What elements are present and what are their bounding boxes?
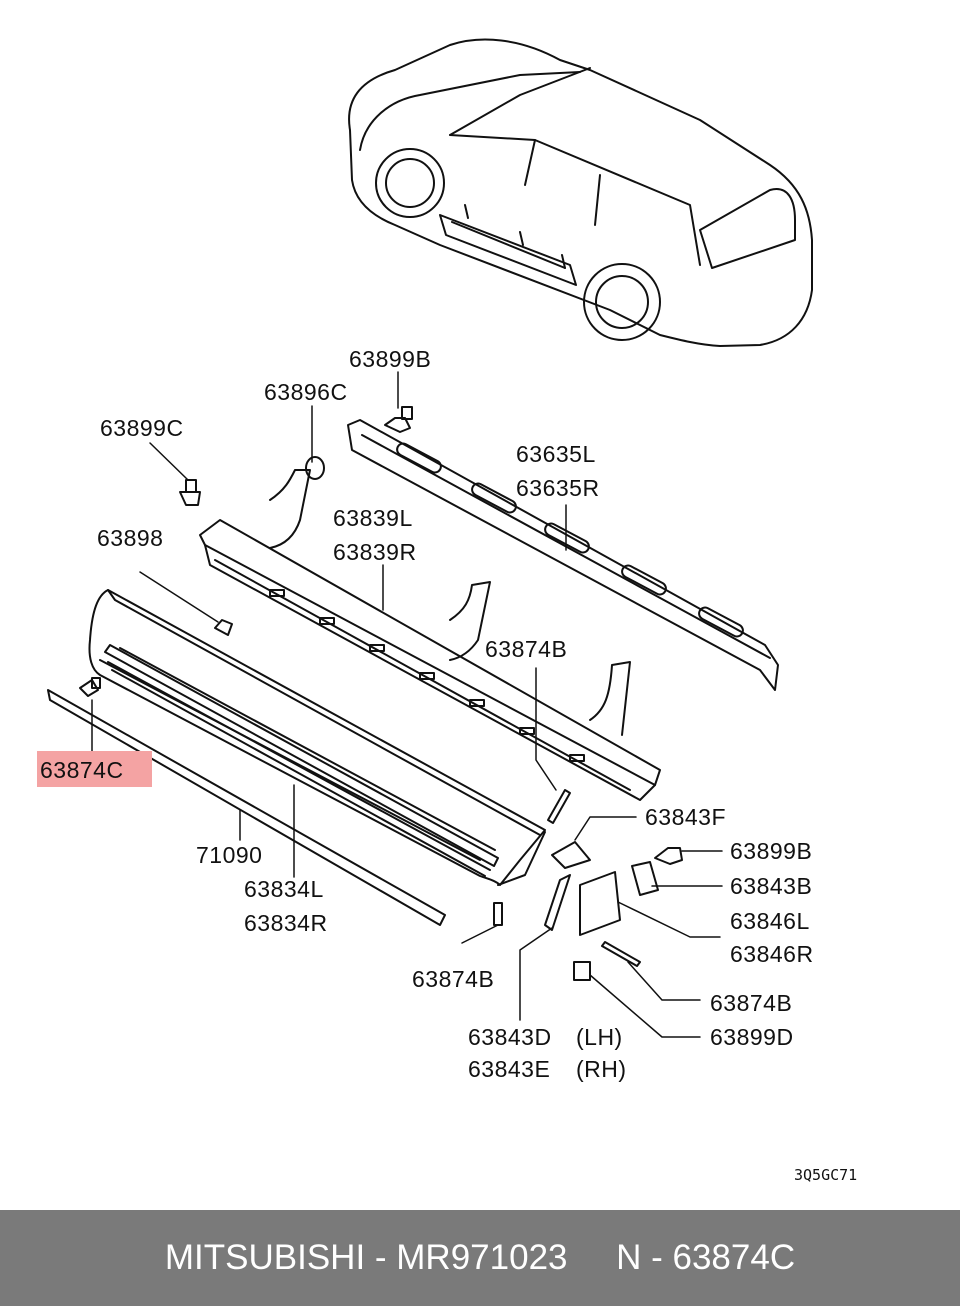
- label-63899D: 63899D: [710, 1024, 794, 1050]
- hardware-clips: [79, 406, 683, 981]
- part-labels: 63899B 63896C 63899C 63635L 63635R 63839…: [40, 346, 857, 1184]
- label-63899C: 63899C: [100, 415, 184, 441]
- step-frame-63839: [199, 469, 661, 801]
- label-63874B-mid: 63874B: [485, 636, 567, 662]
- figure-code: 3Q5GC71: [794, 1166, 857, 1184]
- label-63899B-right: 63899B: [730, 838, 812, 864]
- label-lh: (LH): [576, 1024, 623, 1050]
- leader-lines: [91, 371, 723, 1038]
- label-63834L: 63834L: [244, 876, 324, 902]
- label-63843E: 63843E: [468, 1056, 550, 1082]
- vehicle-illustration: [348, 38, 813, 347]
- label-63839L: 63839L: [333, 505, 413, 531]
- side-step-63834: [88, 589, 546, 886]
- label-63839R: 63839R: [333, 539, 417, 565]
- label-63874C: 63874C: [40, 757, 124, 783]
- label-63635R: 63635R: [516, 475, 600, 501]
- label-63843D: 63843D: [468, 1024, 552, 1050]
- label-63635L: 63635L: [516, 441, 596, 467]
- label-63846L: 63846L: [730, 908, 810, 934]
- footer-bar: MITSUBISHI - MR971023 N - 63874C: [0, 1210, 960, 1306]
- molding-strip-71090: [47, 689, 446, 926]
- label-63874B-right: 63874B: [710, 990, 792, 1016]
- label-71090: 71090: [196, 842, 262, 868]
- footer-text: MITSUBISHI - MR971023 N - 63874C: [164, 1238, 796, 1277]
- label-63874B-bottom: 63874B: [412, 966, 494, 992]
- label-63846R: 63846R: [730, 941, 814, 967]
- label-63899B-top: 63899B: [349, 346, 431, 372]
- label-63834R: 63834R: [244, 910, 328, 936]
- label-rh: (RH): [576, 1056, 627, 1082]
- label-63843F: 63843F: [645, 804, 726, 830]
- label-63898: 63898: [97, 525, 163, 551]
- label-63843B: 63843B: [730, 873, 812, 899]
- label-63896C: 63896C: [264, 379, 348, 405]
- highlight-box: [37, 751, 152, 787]
- parts-diagram: 63899B 63896C 63899C 63635L 63635R 63839…: [37, 38, 857, 1184]
